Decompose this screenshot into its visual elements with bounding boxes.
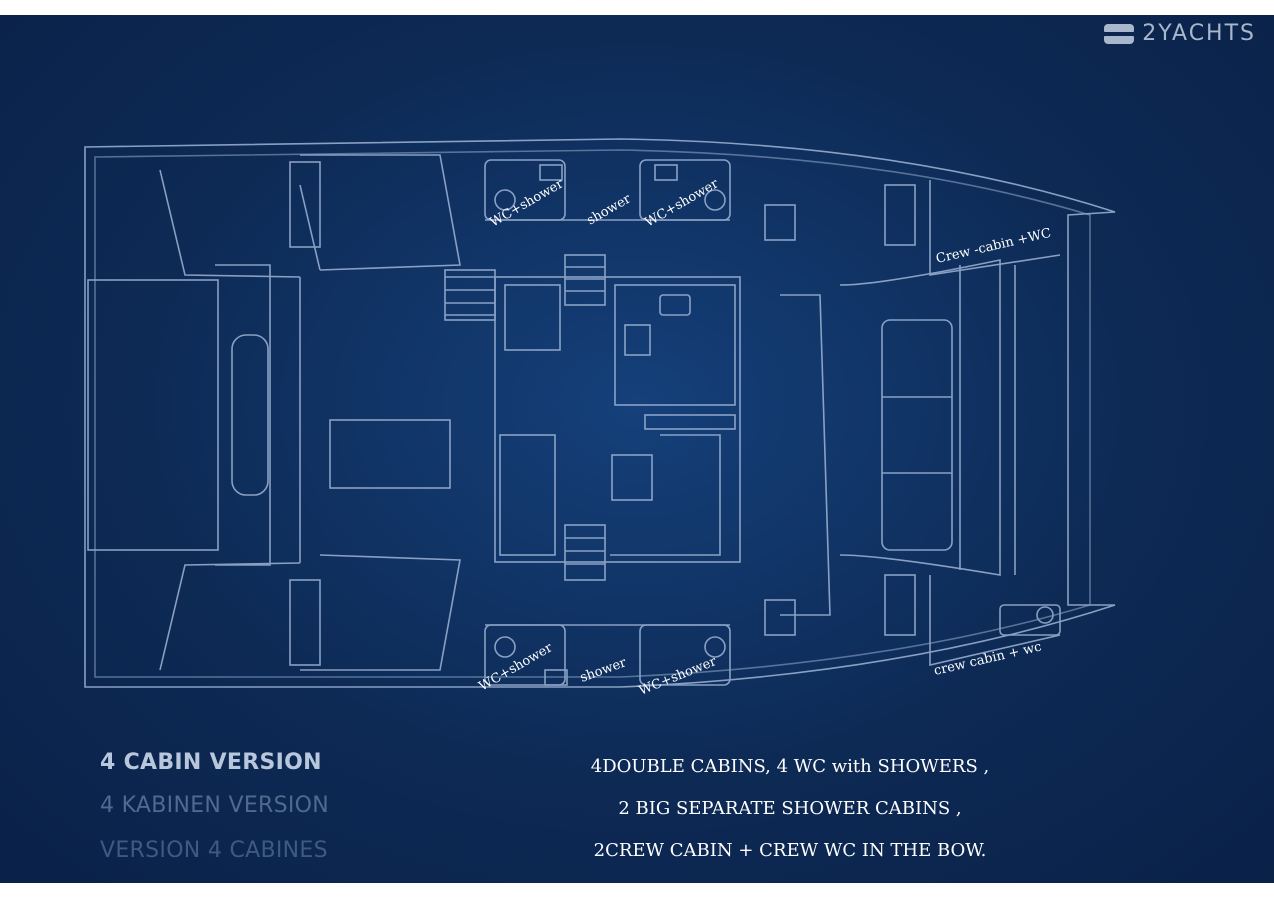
label-top-shower: shower <box>585 191 635 228</box>
label-top-wc-right: WC+shower <box>643 176 722 230</box>
yacht-logo-icon <box>1104 23 1135 44</box>
version-german: 4 KABINEN VERSION <box>100 793 330 818</box>
stairs-top <box>564 254 606 306</box>
brand-name: 2YACHTS <box>1142 21 1256 46</box>
hull-outline <box>84 138 1116 688</box>
stairs-left <box>444 269 496 321</box>
label-bottom-shower: shower <box>578 655 629 686</box>
version-english: 4 CABIN VERSION <box>100 750 322 775</box>
background-glow <box>0 15 1274 883</box>
version-french: VERSION 4 CABINES <box>100 838 328 863</box>
description-line-1: 4DOUBLE CABINS, 4 WC with SHOWERS , <box>590 756 990 777</box>
description-line-2: 2 BIG SEPARATE SHOWER CABINS , <box>618 798 962 819</box>
label-crew-bottom: crew cabin + wc <box>933 640 1043 679</box>
floorplan-frame: WC+shower shower WC+shower Crew -cabin +… <box>0 15 1274 883</box>
catamaran-deck-plan: WC+shower shower WC+shower Crew -cabin +… <box>84 138 1116 699</box>
hull-inner-outline <box>94 149 1091 678</box>
stairs-bottom <box>564 524 606 581</box>
description-line-3: 2CREW CABIN + CREW WC IN THE BOW. <box>593 840 987 861</box>
label-top-wc-left: WC+shower <box>488 176 567 230</box>
brand-logo: 2YACHTS <box>1104 21 1256 46</box>
